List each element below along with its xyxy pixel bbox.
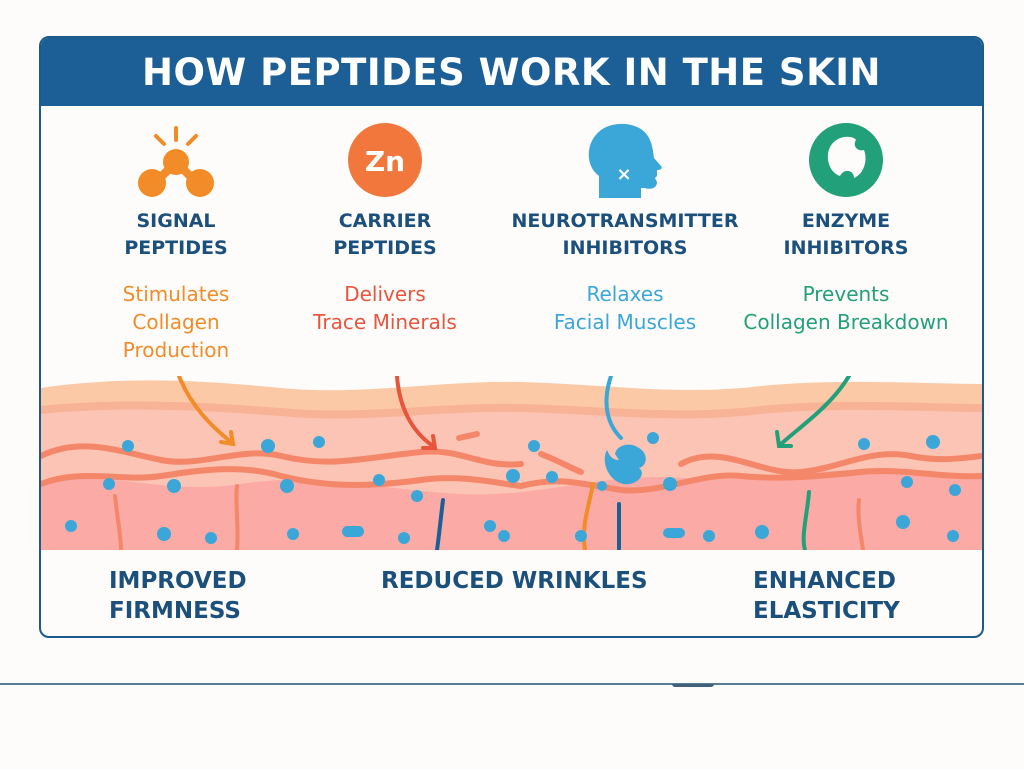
column-description: Stimulates Collagen Production xyxy=(122,282,230,362)
column-description: Prevents Collagen Breakdown xyxy=(743,282,949,334)
divider-notch xyxy=(672,684,714,687)
result-reduced-wrinkles: REDUCED WRINKLES xyxy=(381,568,648,594)
result-enhanced-elasticity: ENHANCED ELASTICITY xyxy=(753,568,900,624)
header-banner: HOW PEPTIDES WORK IN THE SKIN xyxy=(41,38,982,106)
skin-cross-section-illustration xyxy=(41,376,982,550)
column-neurotransmitter-inhibitors: × NEUROTRANSMITTER INHIBITORS Relaxes Fa… xyxy=(500,120,750,336)
column-description: Delivers Trace Minerals xyxy=(313,282,457,334)
head-profile-icon: × xyxy=(575,120,675,200)
column-title: NEUROTRANSMITTER INHIBITORS xyxy=(511,210,739,259)
page-title: HOW PEPTIDES WORK IN THE SKIN xyxy=(142,50,881,94)
result-improved-firmness: IMPROVED FIRMNESS xyxy=(109,568,247,624)
column-title: ENZYME INHIBITORS xyxy=(783,210,909,259)
molecule-signal-icon xyxy=(126,120,226,200)
svg-text:Zn: Zn xyxy=(365,145,405,178)
column-signal-peptides: SIGNAL PEPTIDES Stimulates Collagen Prod… xyxy=(61,120,291,364)
svg-text:×: × xyxy=(616,164,631,185)
zinc-mineral-icon: Zn xyxy=(335,120,435,200)
column-carrier-peptides: Zn CARRIER PEPTIDES Delivers Trace Miner… xyxy=(270,120,500,336)
column-description: Relaxes Facial Muscles xyxy=(553,282,697,334)
column-title: CARRIER PEPTIDES xyxy=(333,210,437,259)
infographic-card: HOW PEPTIDES WORK IN THE SKIN S xyxy=(39,36,984,638)
horizontal-divider xyxy=(0,683,1024,685)
column-enzyme-inhibitors: ENZYME INHIBITORS Prevents Collagen Brea… xyxy=(721,120,971,336)
enzyme-ring-icon xyxy=(796,120,896,200)
column-title: SIGNAL PEPTIDES xyxy=(124,210,228,259)
